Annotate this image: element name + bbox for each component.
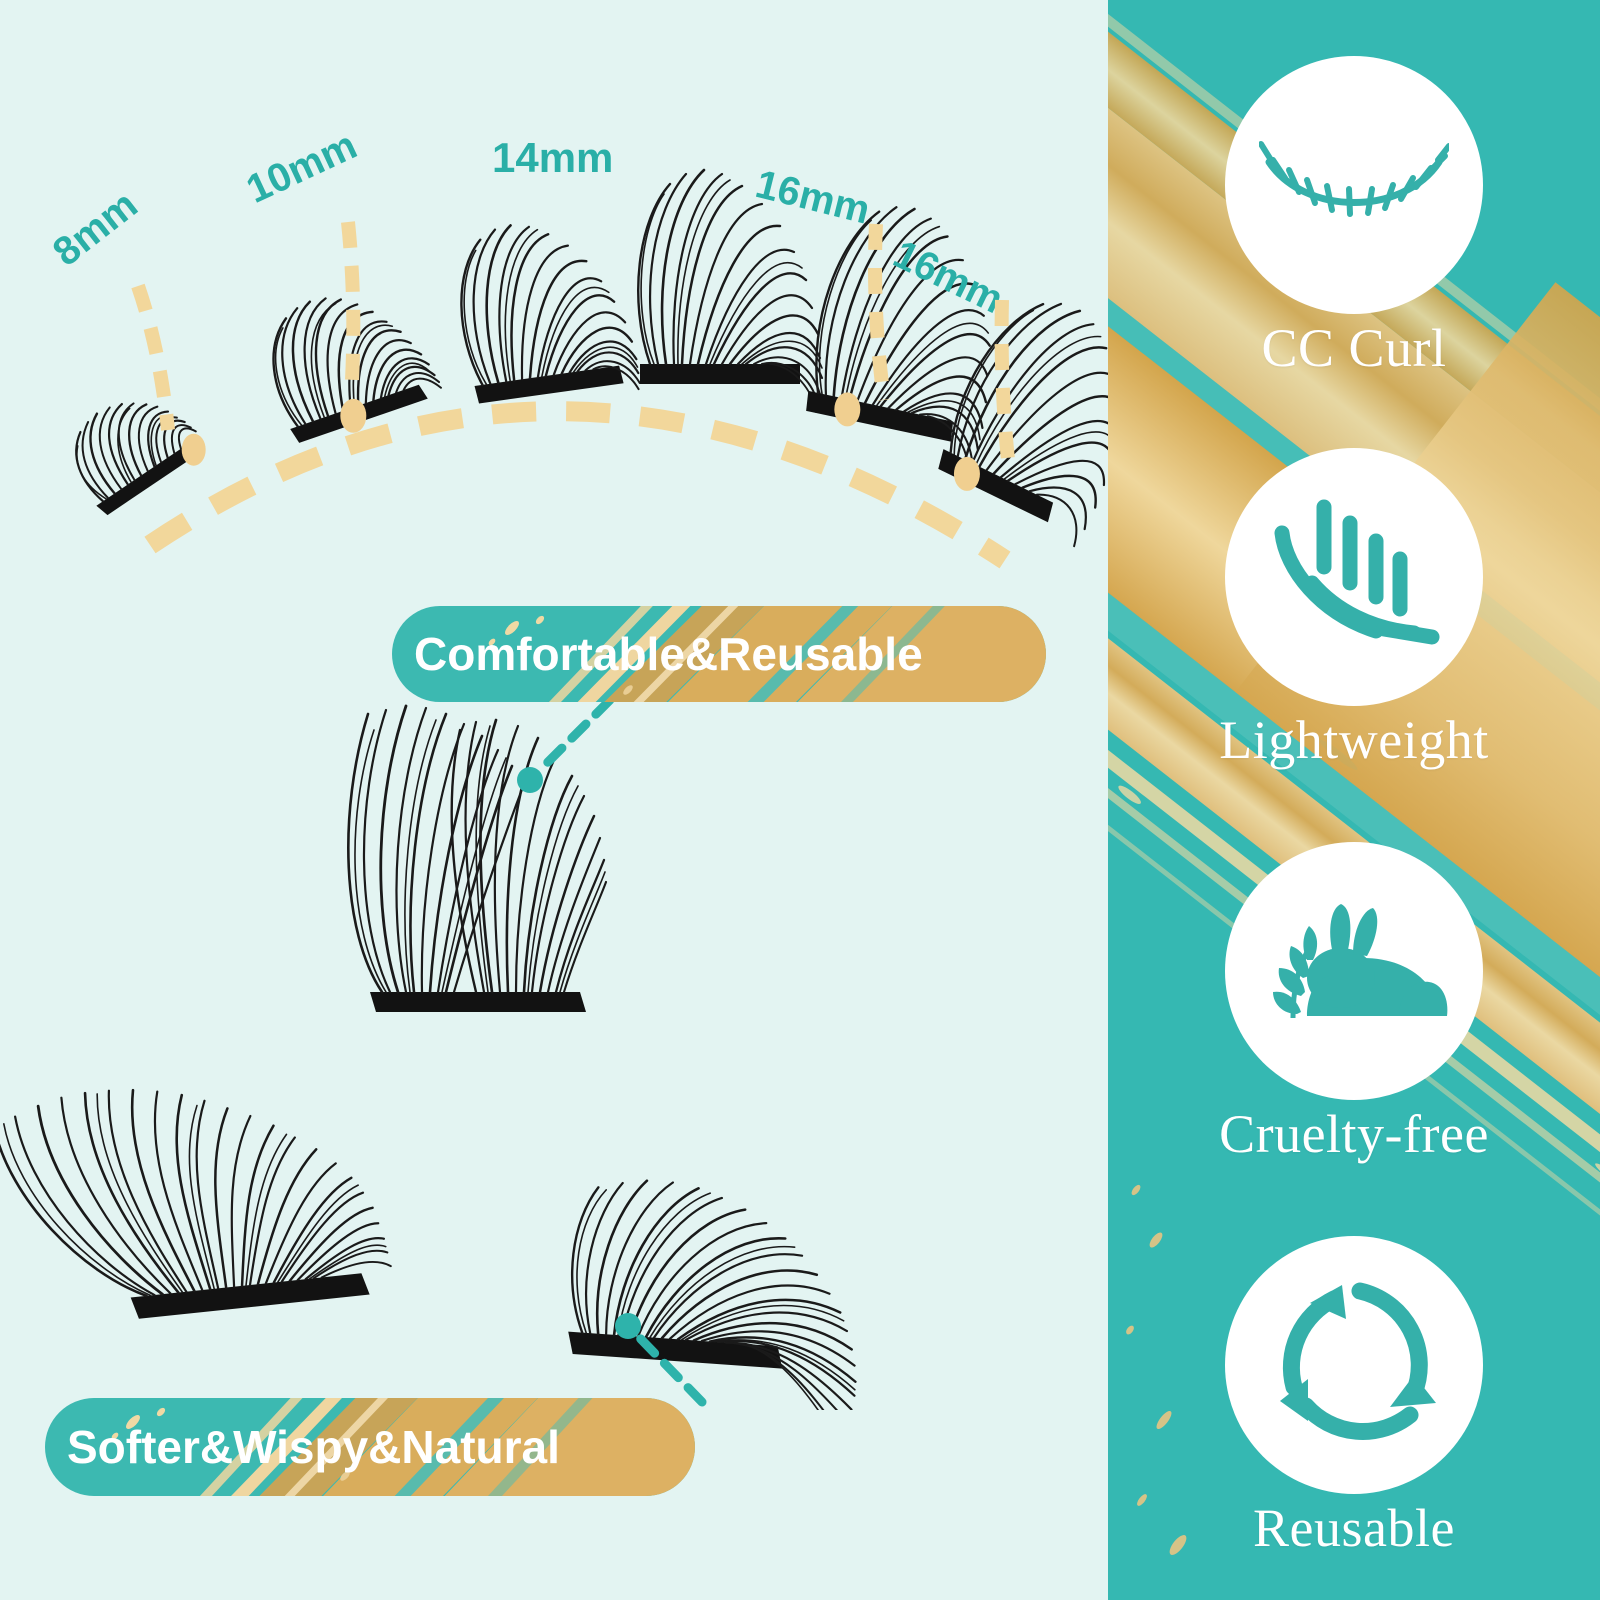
leader-line-comfortable bbox=[517, 695, 615, 793]
feature-cruelty-free-label: Cruelty-free bbox=[1219, 1104, 1489, 1164]
length-label-14mm: 14mm bbox=[492, 134, 614, 181]
cruelty-free-icon-circle bbox=[1225, 842, 1483, 1100]
feather-icon bbox=[1274, 499, 1440, 645]
length-guide-dashes bbox=[131, 221, 1015, 461]
badge-comfortable-reusable[interactable]: Comfortable&Reusable bbox=[392, 606, 1046, 702]
badge-gold-brush-texture-2 bbox=[111, 1398, 695, 1496]
badge-gold-brush-texture bbox=[488, 606, 1046, 702]
feature-reusable[interactable]: Reusable bbox=[1108, 1236, 1600, 1557]
reusable-icon-circle bbox=[1225, 1236, 1483, 1494]
badge-comfortable-reusable-label: Comfortable&Reusable bbox=[414, 628, 923, 680]
feature-reusable-label: Reusable bbox=[1253, 1498, 1455, 1558]
feature-cc-curl-label: CC Curl bbox=[1261, 318, 1447, 378]
badge-softer-wispy-natural-label: Softer&Wispy&Natural bbox=[67, 1421, 560, 1473]
badge-softer-wispy-natural[interactable]: Softer&Wispy&Natural bbox=[45, 1398, 695, 1496]
feature-lightweight[interactable]: Lightweight bbox=[1108, 448, 1600, 769]
cc-curl-icon-circle bbox=[1225, 56, 1483, 314]
recycle-arrows-icon bbox=[1280, 1282, 1436, 1440]
lash-cluster-closeups bbox=[0, 704, 857, 1410]
left-product-panel: 8mm 10mm 14mm 16mm 16mm bbox=[0, 123, 1108, 1496]
rabbit-leaf-icon bbox=[1273, 904, 1448, 1019]
leader-line-softer bbox=[615, 1313, 707, 1407]
closed-eye-lashes-icon bbox=[1259, 141, 1449, 217]
lightweight-icon-circle bbox=[1225, 448, 1483, 706]
features-panel: CC Curl Lightweight bbox=[1108, 0, 1600, 1600]
feature-cc-curl[interactable]: CC Curl bbox=[1108, 56, 1600, 377]
feature-lightweight-label: Lightweight bbox=[1219, 710, 1489, 770]
lash-strip-arc-illustration bbox=[75, 168, 1108, 569]
feature-cruelty-free[interactable]: Cruelty-free bbox=[1108, 842, 1600, 1163]
